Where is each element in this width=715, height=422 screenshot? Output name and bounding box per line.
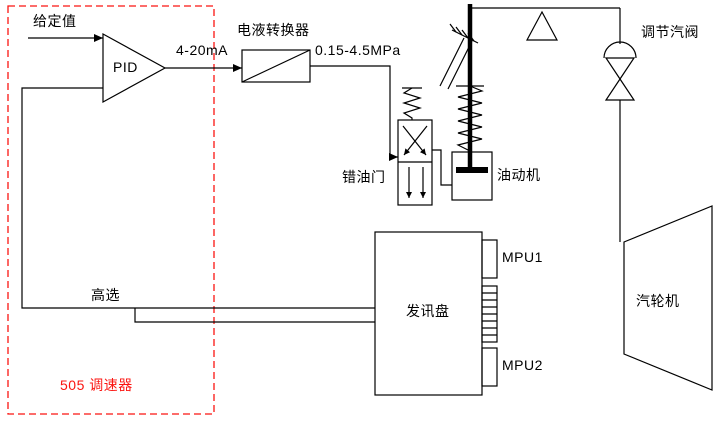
valve-actuator-dome: [603, 41, 637, 59]
signal-disc-label: 发讯盘: [406, 303, 450, 319]
converter-symbol: [241, 49, 398, 161]
converter-label: 电液转换器: [237, 22, 310, 38]
turbine-body: [623, 205, 713, 391]
servo-piston: [456, 167, 488, 173]
valve-upper-triangle: [604, 57, 636, 81]
pilot-valve-symbol: [397, 87, 452, 206]
speed-sensing-symbol: [374, 231, 498, 396]
converter-diagonal: [241, 49, 311, 83]
feedback-line-secondary: [134, 308, 375, 323]
turbine-label: 汽轮机: [636, 293, 680, 309]
mpu1-label: MPU1: [502, 249, 543, 265]
pilot-valve-cross-arrow-1: [402, 125, 427, 156]
steam-valve-symbol: [603, 8, 637, 242]
pilot-to-servo-line: [432, 149, 452, 186]
fulcrum-triangle: [525, 10, 559, 41]
servo-spring: [456, 85, 484, 152]
mpu2-label: MPU2: [502, 357, 543, 373]
servomotor-label: 油动机: [497, 167, 541, 183]
pid-controller-symbol: [28, 32, 242, 104]
pid-triangle: [102, 32, 167, 104]
feedback-lever: [439, 7, 620, 90]
governor-dashed-boundary: [7, 5, 215, 415]
high-select-label: 高选: [91, 287, 120, 303]
servomotor-symbol: [451, 4, 493, 201]
mpu1-sensor: [481, 239, 498, 279]
pressure-signal-label: 0.15-4.5MPa: [315, 42, 401, 58]
steam-valve-label: 调节汽阀: [641, 24, 699, 40]
lever-link-line-1: [439, 37, 465, 87]
pilot-valve-label: 错油门: [342, 169, 386, 185]
converter-output-line: [310, 65, 398, 161]
feedback-line-main: [21, 87, 375, 309]
current-signal-label: 4-20mA: [176, 42, 229, 58]
pivot-anchor-hatch: [449, 23, 475, 42]
pilot-spring: [401, 87, 423, 120]
pilot-valve-cross-arrow-2: [403, 125, 428, 156]
setpoint-label: 给定值: [33, 13, 77, 29]
pid-label: PID: [113, 59, 138, 75]
governor-label: 505 调速器: [60, 377, 133, 393]
mpu2-sensor: [481, 347, 498, 387]
toothed-wheel-teeth: [482, 292, 497, 336]
lever-link-line-2: [447, 40, 473, 90]
valve-lower-triangle: [604, 77, 636, 101]
feedback-path: [21, 87, 375, 323]
